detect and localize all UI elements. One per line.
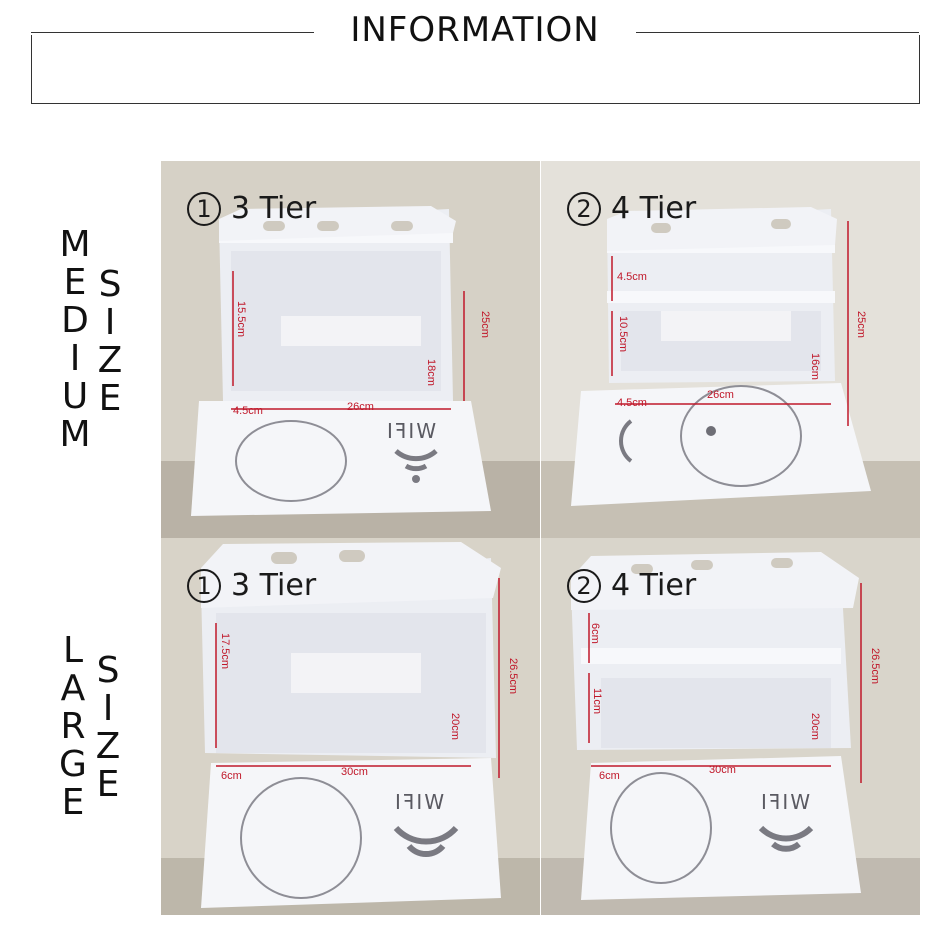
number-badge: 2 [567, 568, 601, 603]
large-label-col2: S I Z E [95, 650, 121, 805]
tier-text: 3 Tier [231, 191, 317, 226]
tier-label: 1 3 Tier [187, 568, 316, 603]
panel-medium-4-tier: 2 4 Tier 4.5cm 10.5cm 25cm 16cm 4.5cm 26… [541, 161, 920, 539]
dimension-gap: 4.5cm [233, 405, 263, 417]
dimension-width: 30cm [709, 764, 736, 776]
number-badge: 2 [567, 191, 601, 226]
large-label-col1: L A R G E [59, 630, 87, 823]
panel-large-3-tier: 1 3 Tier 17.5cm 26.5cm 20cm 6cm 30cm WIF… [161, 538, 540, 915]
tier-label: 1 3 Tier [187, 191, 316, 226]
number-badge: 1 [187, 191, 221, 226]
dimension-height-inner: 10.5cm [617, 316, 629, 353]
tier-text: 4 Tier [611, 568, 697, 603]
tier-label: 2 4 Tier [567, 191, 696, 226]
product-photo-medium-3-tier [161, 161, 540, 539]
tier-text: 4 Tier [611, 191, 697, 226]
information-box [31, 35, 920, 104]
dimension-gap: 4.5cm [617, 397, 647, 409]
dimension-depth: 20cm [449, 713, 461, 740]
dimension-width: 26cm [347, 401, 374, 413]
dimension-height-total: 25cm [855, 311, 867, 338]
dimension-depth: 20cm [809, 713, 821, 740]
dimension-depth: 18cm [425, 359, 437, 386]
wifi-cutout-text: WIFI [759, 790, 811, 814]
dimension-height-total: 25cm [479, 311, 491, 338]
header-line-right [636, 32, 919, 33]
dimension-height-inner: 11cm [591, 688, 603, 715]
page-title: INFORMATION [350, 10, 600, 50]
tier-label: 2 4 Tier [567, 568, 696, 603]
dimension-height-total: 26.5cm [507, 658, 519, 695]
dimension-gap: 6cm [221, 770, 242, 782]
dimension-top-gap: 4.5cm [617, 271, 647, 283]
wifi-cutout-text: WIFI [385, 419, 437, 443]
product-photo-medium-4-tier [541, 161, 920, 539]
medium-label-col1: M E D I U M [59, 224, 91, 455]
medium-label-col2: S I Z E [97, 264, 123, 419]
dimension-width: 26cm [707, 389, 734, 401]
wifi-cutout-text: WIFI [393, 790, 445, 814]
product-photo-large-3-tier [161, 538, 540, 915]
panel-large-4-tier: 2 4 Tier 6cm 11cm 26.5cm 20cm 6cm 30cm W… [541, 538, 920, 915]
dimension-width: 30cm [341, 766, 368, 778]
dimension-height-total: 26.5cm [869, 648, 881, 685]
tier-text: 3 Tier [231, 568, 317, 603]
dimension-gap: 6cm [599, 770, 620, 782]
dimension-height-inner: 15.5cm [235, 301, 247, 338]
number-badge: 1 [187, 568, 221, 603]
dimension-top-gap: 6cm [589, 623, 601, 644]
panel-medium-3-tier: 1 3 Tier 15.5cm 25cm 18cm 4.5cm 26cm WIF… [161, 161, 540, 539]
dimension-depth: 16cm [809, 353, 821, 380]
header-line-left [31, 32, 314, 33]
dimension-height-inner: 17.5cm [219, 633, 231, 670]
product-photo-large-4-tier [541, 538, 920, 915]
